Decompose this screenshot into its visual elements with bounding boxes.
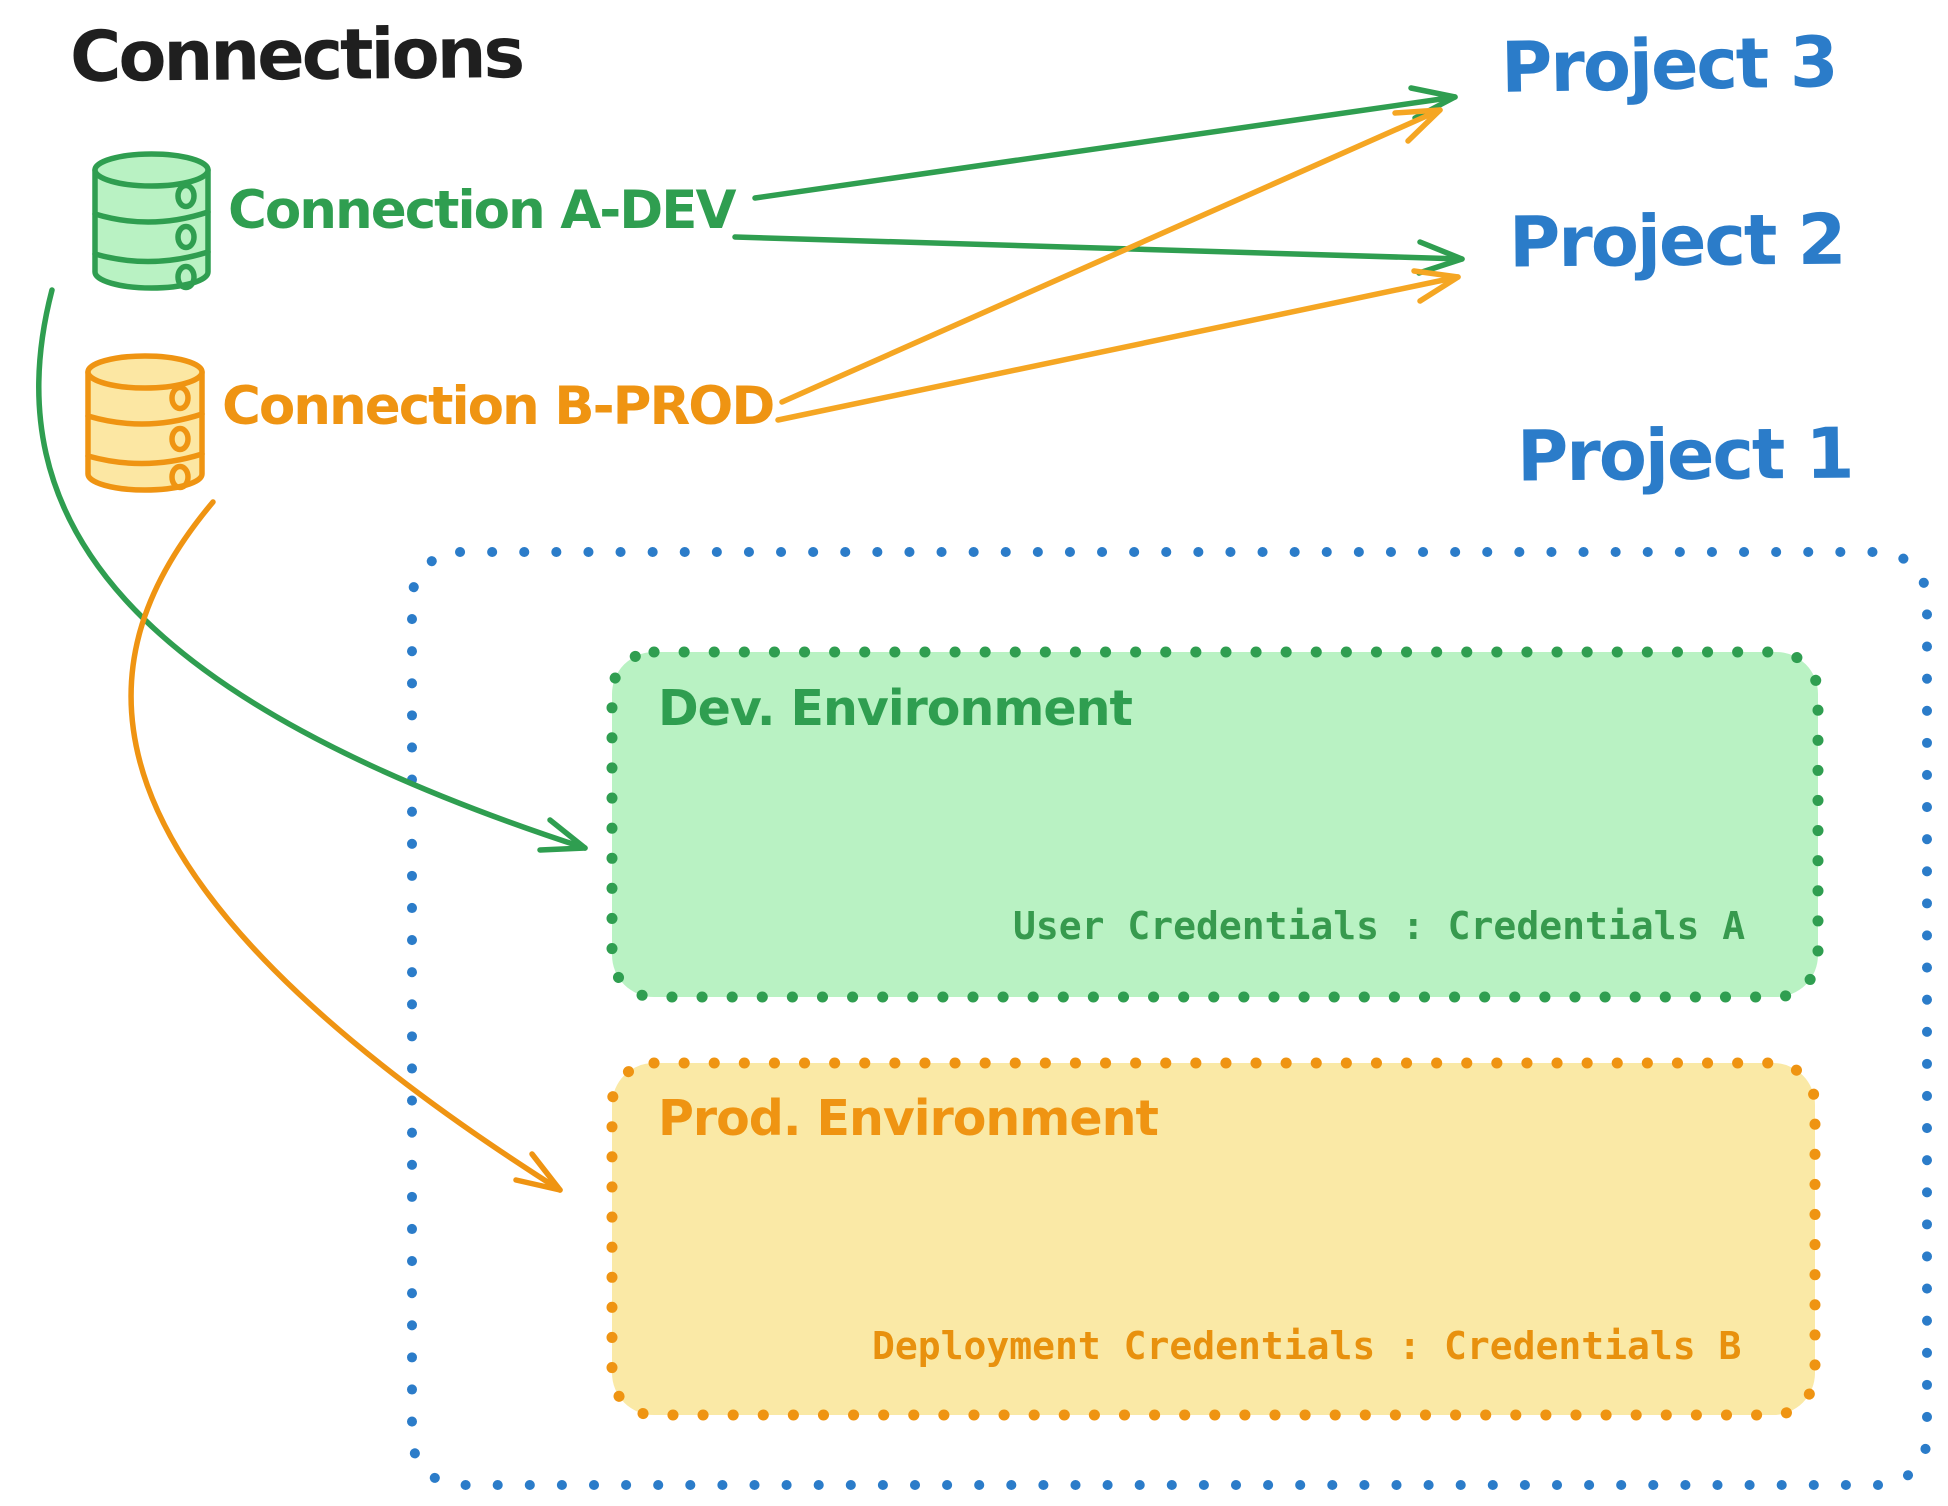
project-1-label: Project 1: [1516, 412, 1853, 498]
dev-environment-title: Dev. Environment: [658, 680, 1133, 737]
arrow-a-dev-to-project2: [732, 234, 1465, 276]
dev-environment-credentials: User Credentials : Credentials A: [1013, 904, 1746, 948]
diagram-title: Connections: [69, 12, 523, 98]
prod-environment-credentials: Deployment Credentials : Credentials B: [872, 1324, 1742, 1368]
database-icon-b-prod: [85, 353, 205, 493]
arrow-a-dev-to-dev-environment: [36, 287, 588, 853]
project-2-label: Project 2: [1508, 198, 1845, 284]
dev-environment-box: [606, 646, 1824, 1003]
database-icon-a-dev: [92, 151, 211, 291]
prod-environment-box: [606, 1057, 1821, 1421]
project-3-label: Project 3: [1500, 21, 1838, 109]
connection-a-dev-label: Connection A-DEV: [228, 180, 736, 241]
arrow-b-prod-to-prod-environment: [128, 499, 563, 1193]
arrow-a-dev-to-project3: [752, 85, 1458, 201]
arrow-b-prod-to-project3: [779, 107, 1443, 405]
project1-boundary-box: [407, 547, 1932, 1490]
arrow-b-prod-to-project2: [775, 268, 1461, 423]
prod-environment-title: Prod. Environment: [658, 1090, 1159, 1147]
connection-b-prod-label: Connection B-PROD: [222, 376, 775, 437]
